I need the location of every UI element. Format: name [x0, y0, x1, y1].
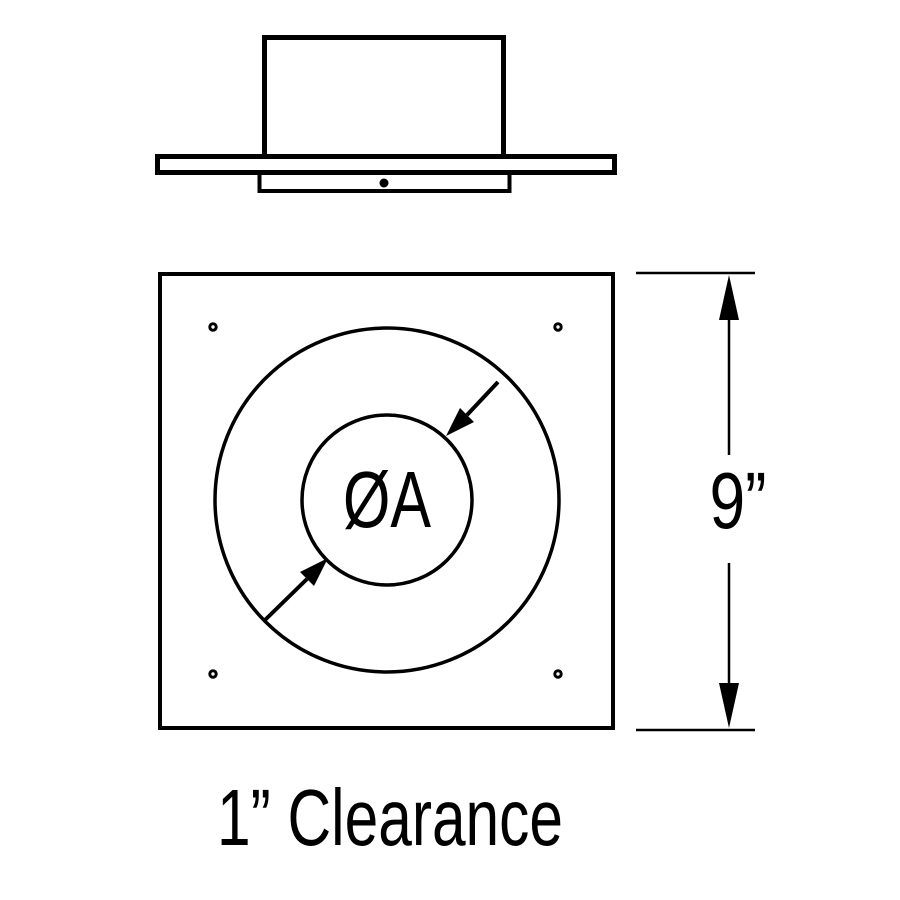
clearance-caption: 1” Clearance [217, 773, 563, 862]
leader-line [465, 380, 500, 417]
leader-line [263, 577, 309, 622]
side-view [155, 35, 617, 193]
pipe-section-outline [262, 35, 506, 159]
diameter-label: ØA [343, 455, 431, 544]
height-dimension: 9” [636, 271, 767, 732]
dimension-arrow-down-icon [719, 683, 739, 728]
screw-hole [553, 322, 563, 332]
diameter-leader-upper [446, 380, 500, 436]
pipe-opening-circle [300, 413, 474, 587]
screw-hole [208, 322, 218, 332]
rivet-dot [379, 178, 389, 188]
screw-hole [553, 669, 563, 679]
diameter-leader-lower [263, 558, 328, 622]
dimension-arrow-up-icon [719, 275, 739, 320]
leader-arrowhead [300, 558, 328, 586]
front-view: ØA [158, 272, 615, 730]
screw-hole [208, 669, 218, 679]
leader-arrowhead [446, 408, 474, 436]
height-dimension-label: 9” [710, 456, 767, 545]
